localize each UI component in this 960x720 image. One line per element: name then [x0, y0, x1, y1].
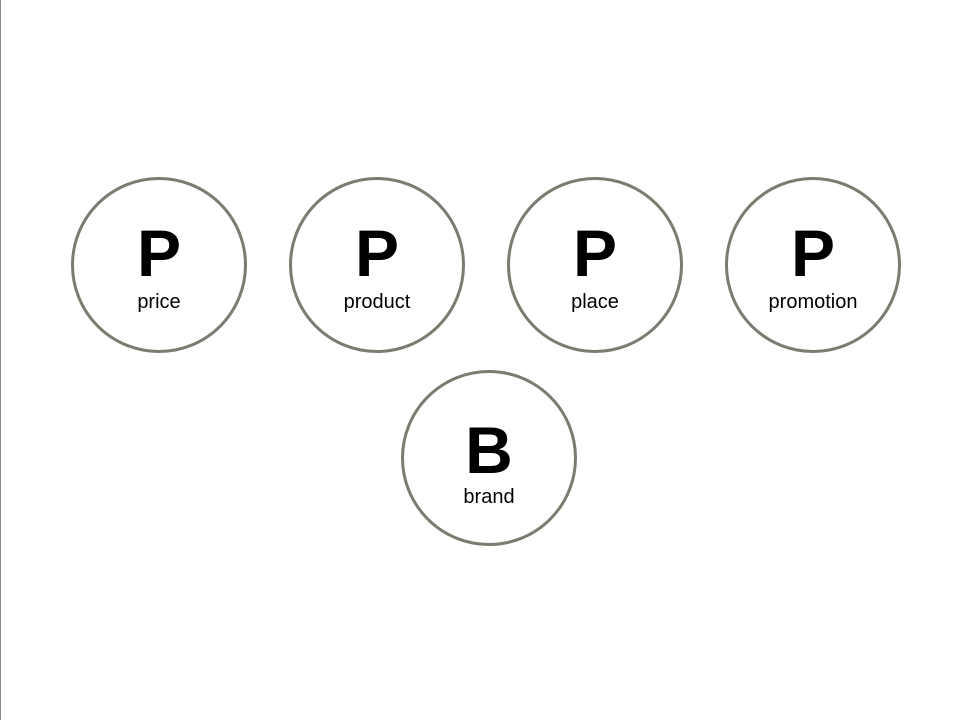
circle-letter: P	[790, 216, 836, 290]
promotion-circle: P promotion	[725, 177, 901, 353]
circle-label: promotion	[768, 291, 858, 313]
circle-letter: B	[465, 413, 513, 487]
circle-label: price	[137, 291, 181, 313]
circle-label: brand	[463, 486, 515, 508]
place-circle: P place	[507, 177, 683, 353]
circle-label: place	[571, 291, 619, 313]
circle-label: product	[343, 291, 411, 313]
product-circle: P product	[289, 177, 465, 353]
circle-letter: P	[136, 216, 182, 290]
circle-letter: P	[354, 216, 400, 290]
price-circle: P price	[71, 177, 247, 353]
brand-circle: B brand	[401, 370, 577, 546]
circle-letter: P	[572, 216, 618, 290]
